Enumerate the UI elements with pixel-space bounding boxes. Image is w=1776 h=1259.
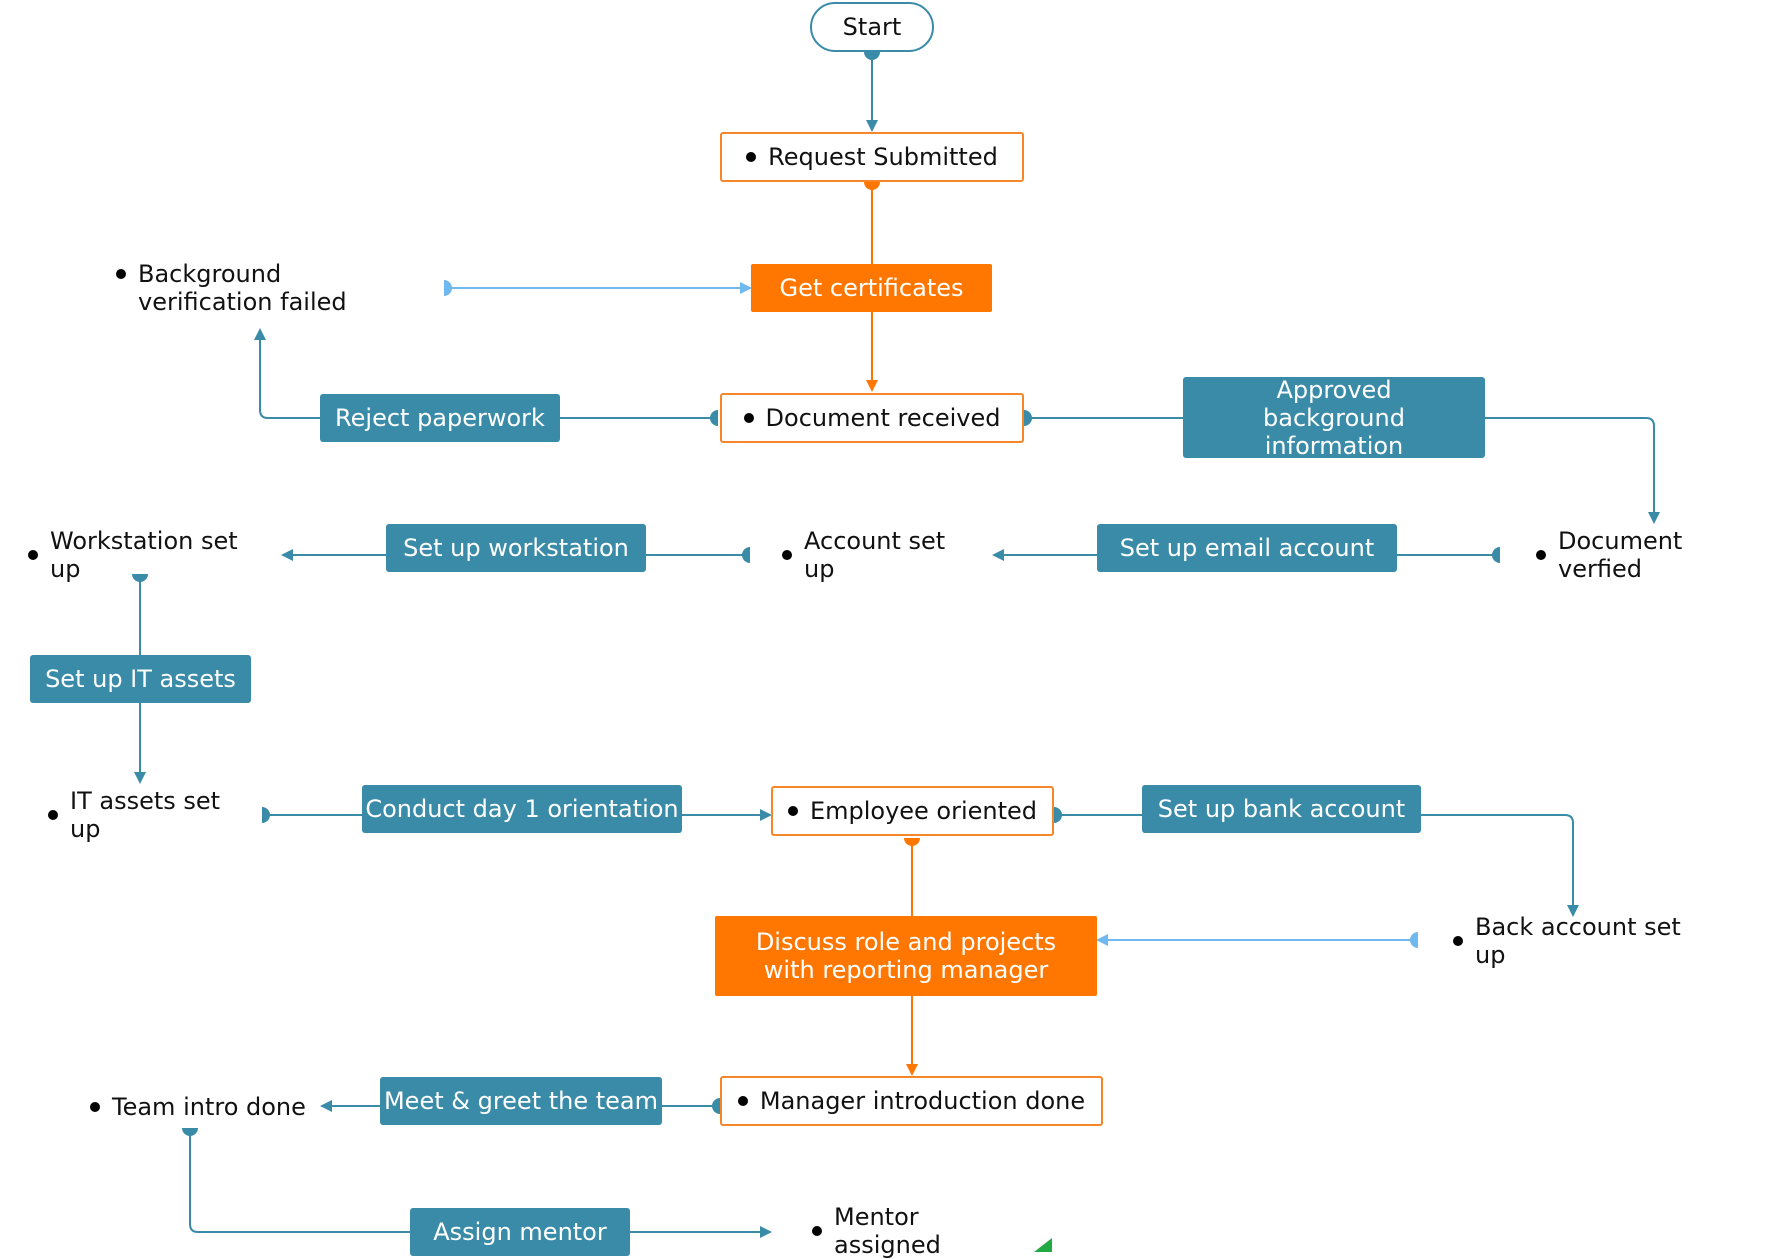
state-label: Background verification failed (138, 260, 347, 316)
bullet-icon (116, 269, 126, 279)
bullet-icon (48, 810, 58, 820)
state-workstation-set-up: Workstation set up (28, 527, 268, 583)
port-team-bottom (182, 1128, 198, 1136)
port-document-left (710, 410, 718, 426)
state-document-received: Document received (720, 393, 1024, 443)
port-request-bottom (864, 182, 880, 190)
state-employee-oriented: Employee oriented (771, 786, 1054, 836)
action-label: Set up bank account (1157, 795, 1406, 823)
bullet-icon (743, 413, 754, 423)
bullet-icon (812, 1226, 822, 1236)
action-get-certificates: Get certificates (751, 264, 992, 312)
bullet-icon (737, 1096, 748, 1106)
state-label: Request Submitted (768, 143, 998, 171)
connector-reject-failed (254, 328, 320, 419)
port-employee-bottom (904, 838, 920, 846)
bullet-icon (1453, 936, 1463, 946)
action-label: Get certificates (779, 274, 964, 302)
port-it-right (262, 807, 270, 823)
connector-team-mentor (189, 1128, 410, 1233)
action-label: Meet & greet the team (383, 1087, 659, 1115)
state-label: IT assets set up (70, 787, 221, 843)
action-reject-paperwork: Reject paperwork (320, 394, 560, 442)
action-label: Reject paperwork (335, 404, 545, 432)
bullet-icon (90, 1102, 100, 1112)
connector-approved-verified (1485, 417, 1660, 524)
port-start-bottom (864, 52, 880, 60)
connector-bank-state (1421, 814, 1579, 917)
state-label: Document verfied (1558, 527, 1683, 583)
state-label: Manager introduction done (759, 1087, 1086, 1115)
bullet-icon (1536, 550, 1546, 560)
state-label: Back account set up (1475, 913, 1681, 969)
state-bank-account-set-up: Back account set up (1453, 913, 1713, 969)
bullet-icon (28, 550, 38, 560)
state-request-submitted: Request Submitted (720, 132, 1024, 182)
action-label: Conduct day 1 orientation (365, 795, 679, 823)
action-discuss-role: Discuss role and projects with reporting… (715, 916, 1097, 996)
port-account-left (742, 547, 750, 563)
port-manager-left (712, 1098, 720, 1114)
start-node: Start (810, 2, 934, 52)
state-background-failed: Background verification failed (116, 260, 416, 320)
port-employee-right (1054, 807, 1062, 823)
port-verified-left (1492, 547, 1500, 563)
action-label: Set up workstation (403, 534, 629, 562)
state-label: Document received (765, 404, 1001, 432)
action-label: Assign mentor (433, 1218, 607, 1246)
state-account-set-up: Account set up (782, 527, 982, 583)
action-day1-orientation: Conduct day 1 orientation (362, 785, 682, 833)
bullet-icon (746, 152, 757, 162)
state-label: Mentor assigned (834, 1203, 941, 1259)
state-label: Workstation set up (50, 527, 238, 583)
state-manager-intro-done: Manager introduction done (720, 1076, 1103, 1126)
bullet-icon (787, 806, 798, 816)
state-label: Team intro done (112, 1093, 306, 1121)
state-team-intro-done: Team intro done (90, 1086, 310, 1128)
action-label: Approved background information (1263, 375, 1405, 460)
action-assign-mentor: Assign mentor (410, 1208, 630, 1256)
action-label: Set up IT assets (45, 665, 236, 693)
port-document-right (1024, 410, 1032, 426)
port-failed-right (444, 280, 452, 296)
action-set-up-bank: Set up bank account (1142, 785, 1421, 833)
state-it-assets-set-up: IT assets set up (48, 787, 258, 843)
bullet-icon (782, 550, 792, 560)
action-set-up-workstation: Set up workstation (386, 524, 646, 572)
action-set-up-email: Set up email account (1097, 524, 1397, 572)
corner-mark-icon (1034, 1238, 1052, 1252)
action-approved-background: Approved background information (1183, 375, 1485, 460)
action-meet-greet: Meet & greet the team (380, 1077, 662, 1125)
action-label: Set up email account (1119, 534, 1375, 562)
port-workstation-bottom (132, 574, 148, 582)
action-label: Discuss role and projects with reporting… (755, 928, 1057, 984)
state-label: Employee oriented (809, 797, 1038, 825)
action-set-up-it-assets: Set up IT assets (30, 655, 251, 703)
port-bank-left (1410, 932, 1418, 948)
state-label: Account set up (804, 527, 946, 583)
start-label: Start (842, 13, 902, 41)
state-mentor-assigned: Mentor assigned (812, 1203, 1032, 1259)
state-document-verified: Document verfied (1536, 527, 1772, 583)
